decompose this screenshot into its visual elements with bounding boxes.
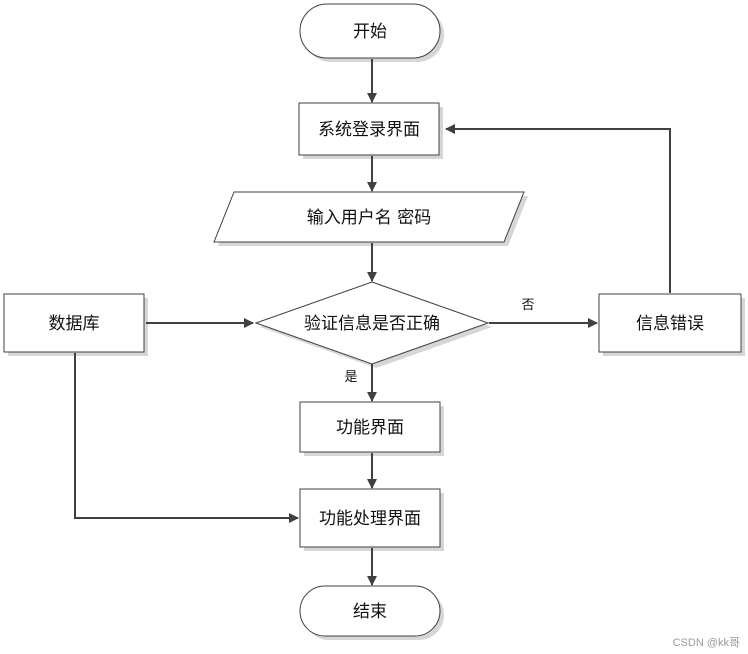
database-box [3, 293, 145, 353]
end-terminator [299, 585, 441, 637]
error-box [598, 293, 742, 353]
start-terminator [299, 3, 441, 59]
login-label: 系统登录界面 [318, 120, 420, 140]
function-box [299, 401, 441, 453]
edges [74, 59, 671, 586]
input-label: 输入用户名 密码 [307, 208, 431, 228]
yes-label: 是 [344, 370, 357, 385]
login-process-box [298, 102, 440, 156]
watermark: CSDN @kk哥 [672, 637, 740, 649]
error-label: 信息错误 [636, 314, 704, 334]
process-label: 功能处理界面 [319, 509, 421, 529]
verify-label: 验证信息是否正确 [304, 314, 440, 334]
end-label: 结束 [353, 602, 387, 622]
function-label: 功能界面 [336, 418, 404, 438]
verify-decision-diamond [254, 281, 490, 365]
edge-database-process [74, 353, 299, 523]
no-label: 否 [521, 298, 534, 313]
process-box [299, 488, 441, 548]
edge-error-login [445, 124, 671, 293]
input-parallelogram [213, 191, 525, 243]
start-label: 开始 [353, 22, 387, 42]
database-label: 数据库 [49, 314, 100, 334]
